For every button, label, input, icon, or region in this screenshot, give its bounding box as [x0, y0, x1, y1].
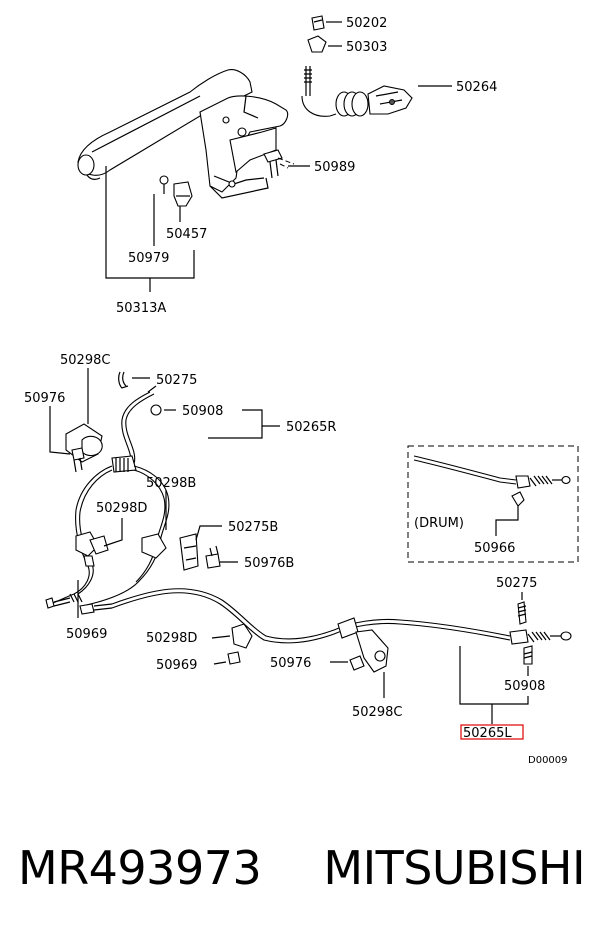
- brand-name: MITSUBISHI: [323, 841, 586, 895]
- label-50976-mid: 50976: [270, 656, 311, 671]
- bolt-50976-left: [71, 447, 85, 473]
- bracket-50298d-mid: [231, 623, 253, 649]
- drawing-code: D00009: [528, 755, 568, 766]
- bracket-50457: [173, 181, 193, 207]
- label-50457: 50457: [166, 227, 207, 242]
- label-50313a: 50313A: [116, 301, 166, 316]
- label-50298d-top: 50298D: [96, 501, 147, 516]
- part-caption: MR493973 MITSUBISHI: [18, 838, 588, 898]
- label-50275b: 50275B: [228, 520, 278, 535]
- label-50202: 50202: [346, 16, 387, 31]
- part-number: MR493973: [18, 841, 262, 895]
- drum-inset: [407, 445, 579, 563]
- label-50969-mid: 50969: [156, 658, 197, 673]
- clip-50303: [307, 35, 327, 53]
- label-50275-right: 50275: [496, 576, 537, 591]
- label-50979: 50979: [128, 251, 169, 266]
- clip-50275-right: [517, 601, 527, 625]
- label-50969-left: 50969: [66, 627, 107, 642]
- cable-50265l: [111, 588, 572, 645]
- bracket-50298c-bottom: [355, 629, 389, 673]
- label-50298c-bottom: 50298C: [352, 705, 402, 720]
- label-50989: 50989: [314, 160, 355, 175]
- label-50265l: 50265L: [463, 726, 512, 741]
- label-50908-right: 50908: [504, 679, 545, 694]
- label-50976-left: 50976: [24, 391, 65, 406]
- label-50966: 50966: [474, 541, 515, 556]
- adjuster-50264: [301, 66, 413, 117]
- clip-50275-top: [118, 371, 129, 389]
- cable-ends-left: [45, 593, 113, 615]
- parking-brake-lever: [77, 69, 289, 199]
- highlight-box-50265l: [460, 724, 524, 740]
- parking-brake-exploded-diagram: 50202 50303 50264 50989 50457 50979 5031…: [24, 15, 579, 766]
- label-50265r: 50265R: [286, 420, 336, 435]
- label-50298c-top: 50298C: [60, 353, 110, 368]
- label-50264: 50264: [456, 80, 497, 95]
- bolt-50969-mid: [227, 651, 241, 665]
- cable-50265r: [49, 385, 170, 607]
- label-50298d-mid: 50298D: [146, 631, 197, 646]
- label-50275-top: 50275: [156, 373, 197, 388]
- label-50303: 50303: [346, 40, 387, 55]
- label-50298b: 50298B: [146, 476, 196, 491]
- bolt-50979: [159, 175, 169, 194]
- bolt-50976-mid: [349, 655, 365, 671]
- label-50976b: 50976B: [244, 556, 294, 571]
- bracket-50298b: [141, 533, 167, 559]
- label-drum: (DRUM): [414, 516, 464, 531]
- clip-50275b: [179, 533, 199, 571]
- grommet-50908-right: [523, 645, 533, 665]
- label-50908-top: 50908: [182, 404, 223, 419]
- cap-50202: [311, 15, 325, 31]
- bolt-50969-left: [77, 555, 95, 618]
- bolt-50976b: [205, 545, 238, 569]
- bolt-50989: [263, 149, 283, 179]
- bracket-50298d-top: [75, 531, 109, 557]
